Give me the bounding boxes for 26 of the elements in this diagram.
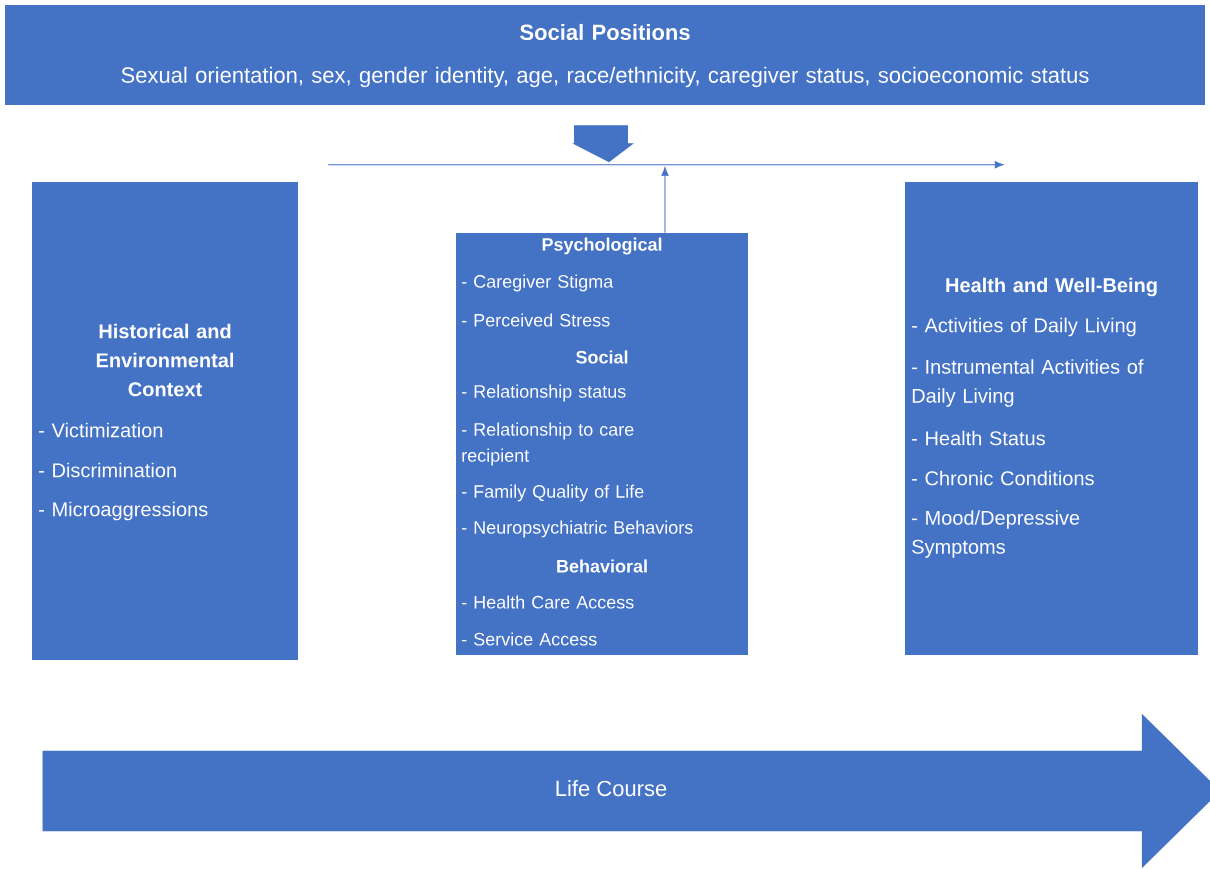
arrow (327, 161, 1004, 169)
list-item: - Neuropsychiatric Behaviors (462, 520, 693, 538)
list-item: - Mood/Depressive Symptoms (912, 510, 1080, 558)
list-item: - Victimization (39, 422, 163, 438)
list-item: - Relationship status (462, 384, 626, 402)
list-item: - Family Quality of Life (462, 484, 644, 502)
block-arrow (572, 125, 634, 163)
box-heading: Historical and Environmental Context (96, 323, 234, 397)
box-heading: Health and Well-Being (946, 277, 1157, 297)
box-text: Sexual orientation, sex, gender identity, age, race/ethnicity, caregiver status, socioeconomic status (121, 66, 1089, 88)
box-heading: Psychological (542, 237, 662, 255)
list-item: - Health Status (912, 430, 1045, 446)
list-item: - Microaggressions (39, 501, 208, 521)
box-heading: Social Positions (520, 23, 690, 41)
list-item: - Perceived Stress (462, 313, 610, 327)
box-heading: Social (576, 350, 628, 364)
list-item: - Instrumental Activities of Daily Living (912, 359, 1144, 407)
box-heading: Behavioral (557, 559, 647, 573)
list-item: - Caregiver Stigma (462, 274, 614, 292)
list-item: - Health Care Access (462, 595, 634, 609)
list-item: - Discrimination (39, 462, 176, 478)
arrow (661, 167, 669, 234)
list-item: - Chronic Conditions (912, 470, 1094, 486)
list-item: - Activities of Daily Living (912, 317, 1136, 337)
list-item: - Relationship to care recipient (462, 422, 634, 466)
list-item: - Service Access (462, 632, 597, 646)
